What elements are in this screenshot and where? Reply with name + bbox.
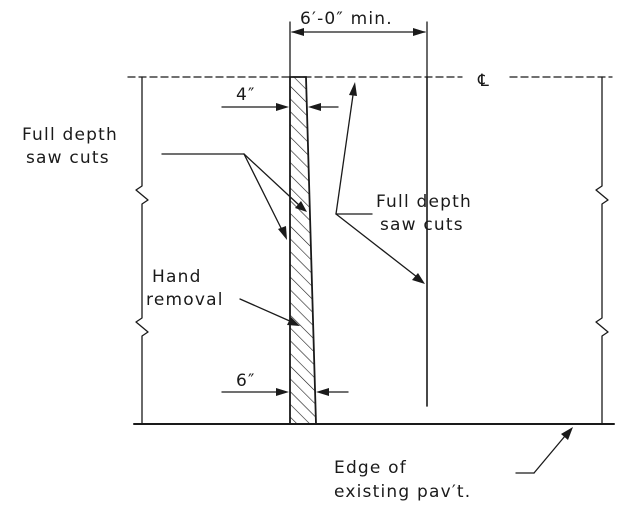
- dim-arrow-left: [291, 28, 304, 36]
- edge-callout-arrow: [561, 427, 573, 440]
- left-callout-arrow-1-head: [278, 226, 287, 240]
- hand-removal-leader: [239, 298, 293, 323]
- right-callout-arrow-up-head: [349, 82, 357, 96]
- centerline-symbol: ℄: [477, 71, 490, 91]
- dim-6in-left-arrow: [276, 388, 289, 396]
- edge-label-line1: Edge of: [334, 458, 407, 478]
- top-width-label: 4″: [236, 85, 256, 105]
- right-callout-arrow-up-shaft: [335, 94, 354, 215]
- left-callout-arrow-1-shaft: [243, 153, 284, 233]
- hand-removal-arrow: [287, 317, 300, 326]
- dim-6in-right-arrow: [316, 388, 329, 396]
- edge-callout-leader-diagonal: [533, 435, 566, 474]
- bottom-width-label: 6″: [236, 371, 256, 391]
- left-saw-cuts-label-line1: Full depth: [22, 125, 118, 145]
- left-callout-arrow-2-shaft: [243, 153, 301, 207]
- hand-removal-strip: [289, 76, 317, 425]
- hand-removal-label-line1: Hand: [152, 267, 202, 287]
- dim-4in-left-arrow: [276, 103, 289, 111]
- left-saw-cuts-label-line2: saw cuts: [26, 148, 110, 168]
- left-edge-line: [135, 76, 149, 425]
- dim-4in-right-arrow: [308, 103, 321, 111]
- right-saw-cuts-label-line2: saw cuts: [380, 215, 464, 235]
- right-saw-cuts-label-line1: Full depth: [376, 192, 472, 212]
- left-callout-arrow-2-head: [295, 201, 307, 212]
- right-edge-line: [595, 76, 609, 425]
- hand-removal-label-line2: removal: [146, 290, 224, 310]
- edge-label-line2: existing pav′t.: [334, 482, 471, 502]
- right-callout-arrow-down-head: [412, 273, 425, 284]
- width-dimension-label: 6′-0″ min.: [300, 9, 393, 29]
- dim-arrow-right: [413, 28, 426, 36]
- right-callout-arrow-down-shaft: [335, 213, 418, 278]
